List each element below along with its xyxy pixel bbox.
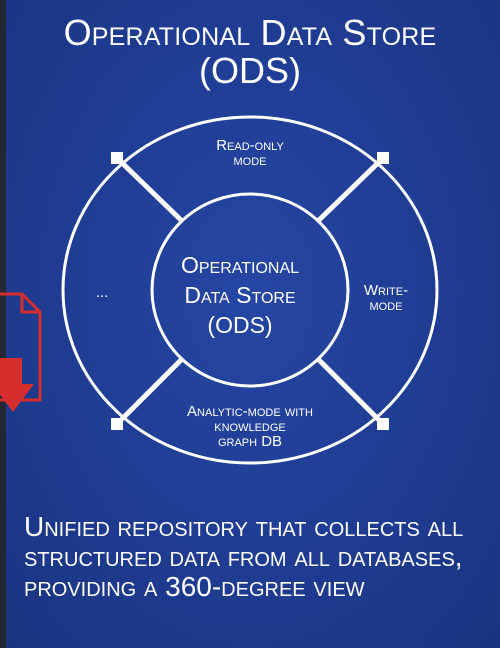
divider-bottom-right	[316, 357, 385, 426]
segment-bottom-line-1: Analytic-mode with	[187, 403, 313, 420]
divider-bottom-left	[115, 357, 184, 426]
pdf-download-icon[interactable]	[0, 288, 48, 416]
node-bottom-left	[111, 418, 123, 430]
segment-right-line-1: Write-	[363, 282, 409, 299]
center-line-3: (ODS)	[207, 312, 273, 338]
title-line-1: Operational Data Store	[63, 12, 437, 53]
inner-circle	[150, 192, 350, 388]
center-line-2: Data Store	[184, 282, 296, 308]
segment-label-top: Read-only mode	[170, 138, 330, 168]
segment-left-line-1: ...	[95, 284, 109, 301]
segment-label-right: Write- mode	[346, 283, 426, 313]
segment-label-left: ...	[82, 285, 122, 300]
slide-title: Operational Data Store (ODS)	[0, 14, 500, 90]
description-text: Unified repository that collects all str…	[24, 511, 464, 602]
divider-top-right	[316, 156, 385, 223]
node-top-right	[377, 152, 389, 164]
left-edge-strip	[0, 0, 6, 648]
segment-top-line-1: Read-only	[216, 137, 284, 154]
outer-ring	[61, 115, 439, 465]
segment-right-line-2: mode	[369, 297, 403, 314]
title-line-2: (ODS)	[199, 50, 301, 91]
segment-top-line-2: mode	[233, 152, 267, 169]
node-top-left	[111, 152, 123, 164]
center-line-1: Operational	[180, 252, 300, 278]
node-bottom-right	[377, 418, 389, 430]
segment-bottom-line-2: knowledge	[214, 418, 286, 435]
segment-bottom-line-3: graph DB	[217, 433, 283, 450]
divider-top-left	[115, 156, 184, 223]
segment-label-bottom: Analytic-mode with knowledge graph DB	[150, 404, 350, 449]
center-label: Operational Data Store (ODS)	[157, 250, 323, 340]
